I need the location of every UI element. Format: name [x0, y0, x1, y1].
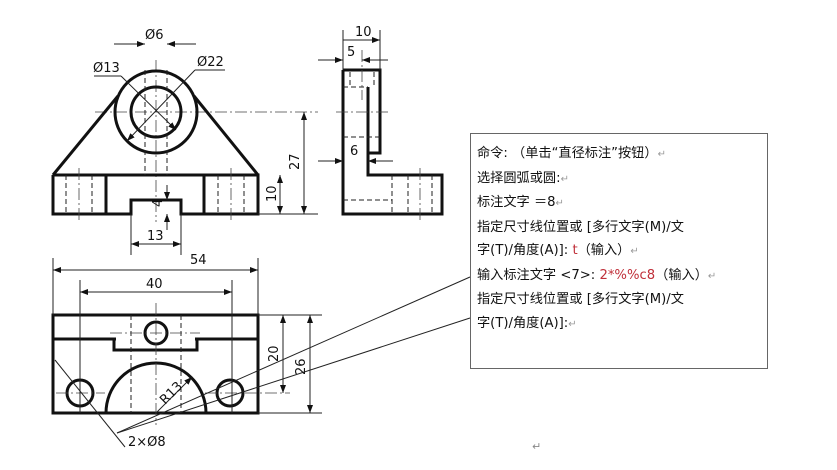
paragraph-mark: ↵ [532, 440, 542, 453]
command-line: 命令: （单击“直径标注”按钮）↵ [477, 146, 666, 161]
outer-circle [113, 69, 199, 155]
inner-circle [129, 85, 183, 139]
dim-h26: 26 [294, 358, 309, 375]
top-view: 54 40 20 26 R13 2×Ø8 [51, 253, 471, 450]
dim-d4: 4 [151, 199, 166, 207]
dim-w13: 13 [147, 229, 164, 244]
dim-r13: R13 [157, 379, 186, 408]
user-input: 2*%%c8 [599, 267, 656, 283]
dim-w5: 5 [347, 45, 355, 60]
user-input: t [572, 243, 578, 258]
dim-d13: Ø13 [93, 61, 120, 76]
command-line: 指定尺寸线位置或 [多行文字(M)/文 [477, 219, 684, 235]
command-text-box: 命令: （单击“直径标注”按钮）↵ 选择圆弧或圆:↵ 标注文字 ＝8↵ 指定尺寸… [470, 133, 768, 369]
command-line: 选择圆弧或圆:↵ [477, 170, 569, 186]
command-line: 输入标注文字 <7>: 2*%%c8（输入）↵ [477, 267, 717, 283]
dim-h20: 20 [267, 345, 282, 362]
front-view: Ø6 Ø13 Ø22 27 10 4 13 [51, 28, 318, 255]
dim-w54: 54 [190, 253, 207, 268]
command-line: 标注文字 ＝8↵ [477, 195, 564, 210]
side-view: 10 5 6 [318, 25, 444, 222]
dim-w40: 40 [146, 277, 163, 292]
dim-holes: 2×Ø8 [128, 435, 166, 450]
dim-d6: Ø6 [145, 28, 164, 43]
command-line: 字(T)/角度(A)]: t（输入）↵ [477, 243, 639, 258]
command-line: 字(T)/角度(A)]:↵ [477, 315, 577, 331]
command-line: 指定尺寸线位置或 [多行文字(M)/文 [477, 292, 684, 307]
dim-h27: 27 [288, 153, 303, 170]
dim-w6: 6 [350, 144, 358, 159]
dim-w10: 10 [355, 25, 372, 40]
dim-d22: Ø22 [197, 55, 224, 70]
dim-h10: 10 [265, 185, 280, 202]
